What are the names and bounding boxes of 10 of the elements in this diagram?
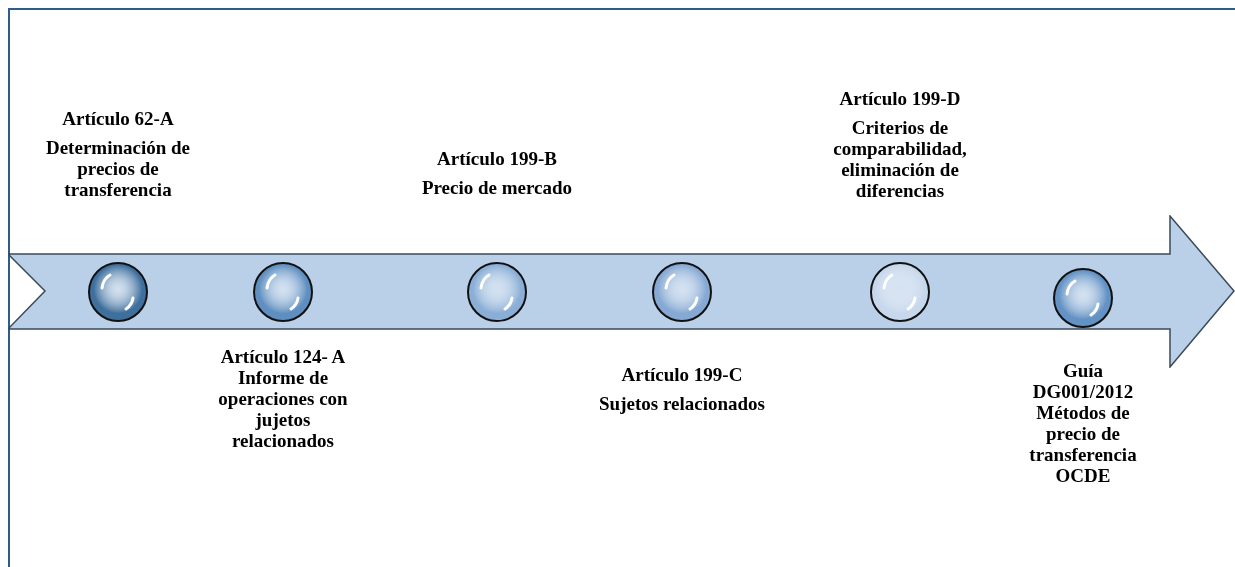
description-text: Sujetos relacionados — [599, 393, 765, 414]
article-heading: Artículo 199-C — [621, 364, 743, 385]
description-text: Precio de mercado — [421, 177, 573, 198]
article-heading: Artículo 199-D — [839, 88, 961, 109]
article-heading: Artículo 62-A — [62, 108, 174, 129]
description-text: Determinación de precios de transferencia — [44, 137, 192, 200]
description-text: Guía DG001/2012 Métodos de precio de transferencia OCDE — [1028, 360, 1138, 486]
description-text: Criterios de comparabilidad, eliminación de diferencias — [832, 117, 968, 201]
article-heading: Artículo 199-B — [437, 148, 557, 169]
description-text: Artículo 124- A Informe de operaciones con jujetos relacionados — [217, 346, 349, 451]
